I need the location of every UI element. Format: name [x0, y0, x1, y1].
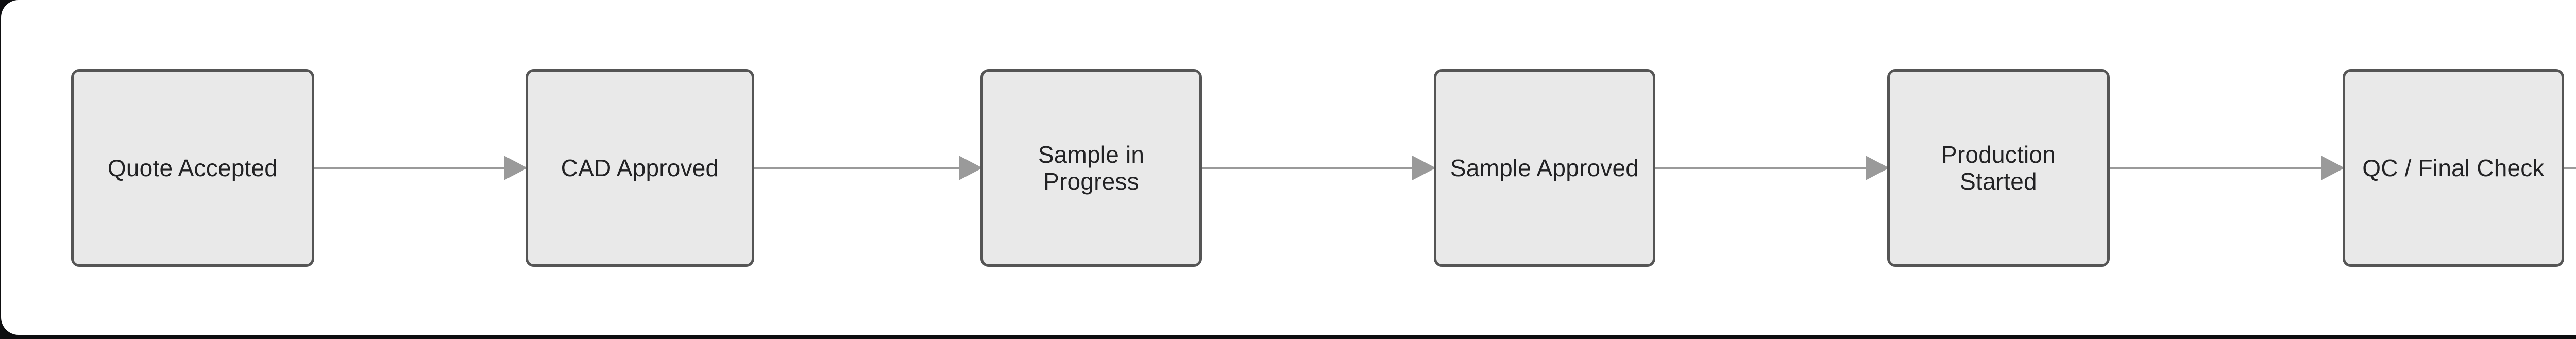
- connector-line: [1202, 167, 1415, 169]
- flow-connector-arrow: [1202, 156, 1436, 180]
- connector-line: [314, 167, 507, 169]
- flow-node-quote-accepted[interactable]: Quote Accepted: [71, 69, 314, 267]
- connector-line: [1655, 167, 1869, 169]
- arrowhead-icon: [959, 156, 982, 180]
- flow-node-production-started[interactable]: Production Started: [1887, 69, 2110, 267]
- connector-line: [2110, 167, 2324, 169]
- arrowhead-icon: [2321, 156, 2345, 180]
- connector-line: [754, 167, 962, 169]
- flow-node-qc-final-check[interactable]: QC / Final Check: [2343, 69, 2564, 267]
- flow-node-cad-approved[interactable]: CAD Approved: [526, 69, 754, 267]
- arrowhead-icon: [1866, 156, 1889, 180]
- connector-line: [2564, 167, 2576, 169]
- flow-connector-arrow: [314, 156, 528, 180]
- arrowhead-icon: [504, 156, 528, 180]
- flow-connector-arrow: [2564, 156, 2576, 180]
- flow-connector-arrow: [1655, 156, 1889, 180]
- flow-node-sample-in-progress[interactable]: Sample in Progress: [980, 69, 1202, 267]
- flow-connector-arrow: [2110, 156, 2345, 180]
- flow-connector-arrow: [754, 156, 982, 180]
- arrowhead-icon: [1412, 156, 1436, 180]
- flow-node-sample-approved[interactable]: Sample Approved: [1434, 69, 1655, 267]
